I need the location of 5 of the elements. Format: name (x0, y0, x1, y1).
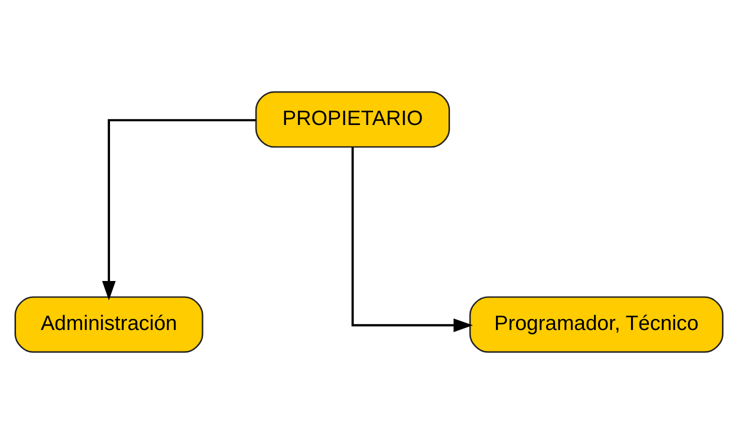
node-box: Programador, Técnico (469, 296, 724, 353)
node-box: Administración (14, 296, 204, 353)
arrow (352, 147, 473, 332)
node-box: PROPIETARIO (255, 91, 450, 148)
arrow (102, 119, 256, 300)
